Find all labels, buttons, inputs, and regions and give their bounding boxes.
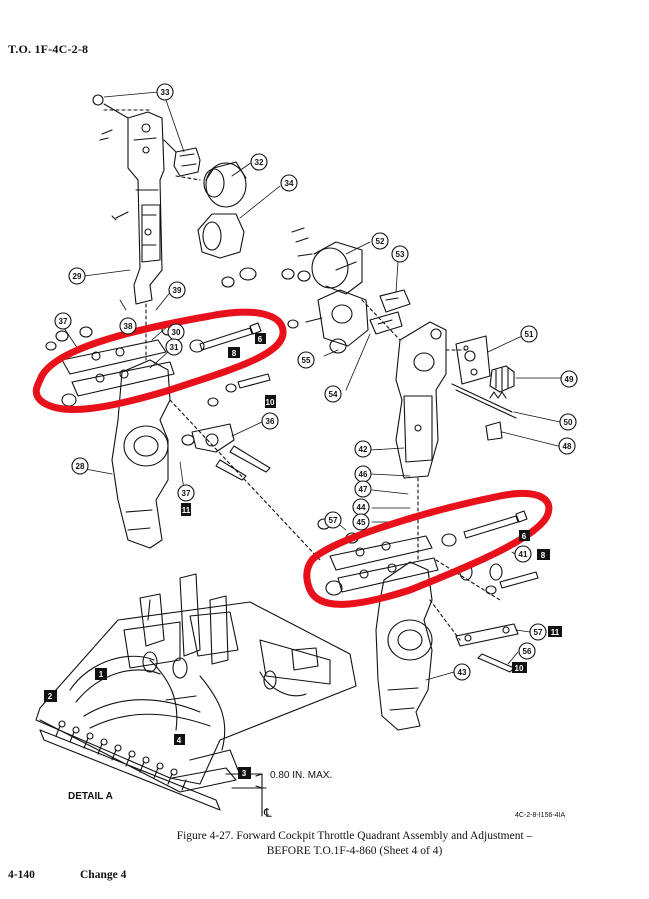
page-number: 4-140	[8, 869, 35, 881]
callout-38: 38	[124, 322, 133, 331]
flag-11-upper: 11	[182, 506, 191, 515]
callout-42: 42	[359, 445, 368, 454]
callout-37-upper: 37	[59, 317, 68, 326]
detail-a-base-plate	[35, 601, 357, 793]
link-57	[455, 623, 519, 673]
callout-39: 39	[173, 286, 182, 295]
flag-11-lower: 11	[551, 628, 560, 637]
dimension-text: 0.80 IN. MAX.	[270, 770, 332, 781]
figure-code: 4C-2-8-I156-4IA	[515, 812, 566, 819]
small-screws-upper-left	[99, 129, 257, 288]
callout-numbers: 33 32 34 29 38 39 37 30 31 28 37 36 52 5…	[59, 88, 574, 677]
clamp-36	[181, 423, 271, 481]
red-highlight-marks	[32, 308, 553, 608]
friction-plate-51	[455, 335, 491, 385]
right-lever-upper	[317, 289, 369, 347]
detail-a-terminal-strip	[39, 720, 221, 811]
short-bolt-left	[207, 373, 271, 407]
clip-48	[485, 421, 503, 441]
callout-49: 49	[565, 375, 574, 384]
callout-50: 50	[564, 418, 573, 427]
callout-53: 53	[396, 250, 405, 259]
long-bolt-lower	[441, 510, 528, 547]
detail-a-title: DETAIL A	[68, 791, 113, 802]
callout-44: 44	[357, 503, 366, 512]
assembly-lines-left	[103, 109, 321, 561]
short-bolt-right	[459, 563, 539, 595]
callout-33: 33	[161, 88, 170, 97]
left-throttle-lever	[127, 111, 165, 305]
assembly-lines-right	[361, 299, 501, 641]
detail-flag-2: 2	[48, 692, 53, 701]
callout-47: 47	[359, 485, 368, 494]
screws-upper-right	[281, 227, 347, 354]
drum-32	[203, 161, 247, 208]
callout-29: 29	[73, 272, 82, 281]
flag-8-lower: 8	[541, 551, 546, 560]
flag-6-upper: 6	[258, 335, 263, 344]
callout-34: 34	[285, 179, 294, 188]
callout-45: 45	[357, 518, 366, 527]
callout-37-lower: 37	[182, 489, 191, 498]
callout-41: 41	[519, 550, 528, 559]
callout-56: 56	[523, 647, 532, 656]
callout-28: 28	[76, 462, 85, 471]
callout-54: 54	[329, 390, 338, 399]
flag-10-lower: 10	[515, 664, 524, 673]
right-drum-52	[311, 241, 363, 295]
callout-51: 51	[525, 330, 534, 339]
detail-flag-4: 4	[177, 736, 182, 745]
step-flags: 8 6 10 11 6 8 11 10 1 2 3 4	[44, 333, 562, 779]
knob-49	[489, 365, 515, 393]
callout-46: 46	[359, 470, 368, 479]
left-link-plates	[45, 326, 175, 407]
callout-52: 52	[376, 237, 385, 246]
switch-33	[92, 94, 201, 177]
change-number: Change 4	[80, 869, 127, 881]
right-throttle-lever	[395, 321, 447, 479]
detail-a-cables	[69, 651, 307, 751]
callout-43: 43	[458, 668, 467, 677]
callout-circles	[54, 83, 578, 681]
switches-53	[369, 289, 411, 335]
flag-6-lower: 6	[522, 532, 527, 541]
red-highlight-upper-loop	[32, 308, 287, 413]
callout-57-lower: 57	[534, 628, 543, 637]
callout-30: 30	[172, 328, 181, 337]
detail-flag-1: 1	[99, 670, 104, 679]
callout-32: 32	[255, 158, 264, 167]
flag-8-upper: 8	[232, 349, 237, 358]
figure-caption: Figure 4-27. Forward Cockpit Throttle Qu…	[0, 829, 649, 859]
cam-34	[197, 213, 245, 259]
callout-31: 31	[170, 343, 179, 352]
caption-line-2: BEFORE T.O.1F-4-860 (Sheet 4 of 4)	[266, 845, 443, 857]
callout-36: 36	[266, 417, 275, 426]
centerline-symbol: ℄	[263, 806, 272, 820]
callout-48: 48	[563, 442, 572, 451]
detail-a-throttle-levers	[139, 573, 229, 665]
to-number-header: T.O. 1F-4C-2-8	[8, 42, 89, 56]
callout-55: 55	[302, 356, 311, 365]
flag-10-upper: 10	[266, 398, 275, 407]
detail-flag-3: 3	[242, 769, 247, 778]
callout-57-upper: 57	[329, 516, 338, 525]
left-lower-lever-arm	[111, 359, 171, 549]
caption-line-1: Figure 4-27. Forward Cockpit Throttle Qu…	[176, 830, 533, 842]
spring-and-rod-50	[451, 383, 517, 419]
